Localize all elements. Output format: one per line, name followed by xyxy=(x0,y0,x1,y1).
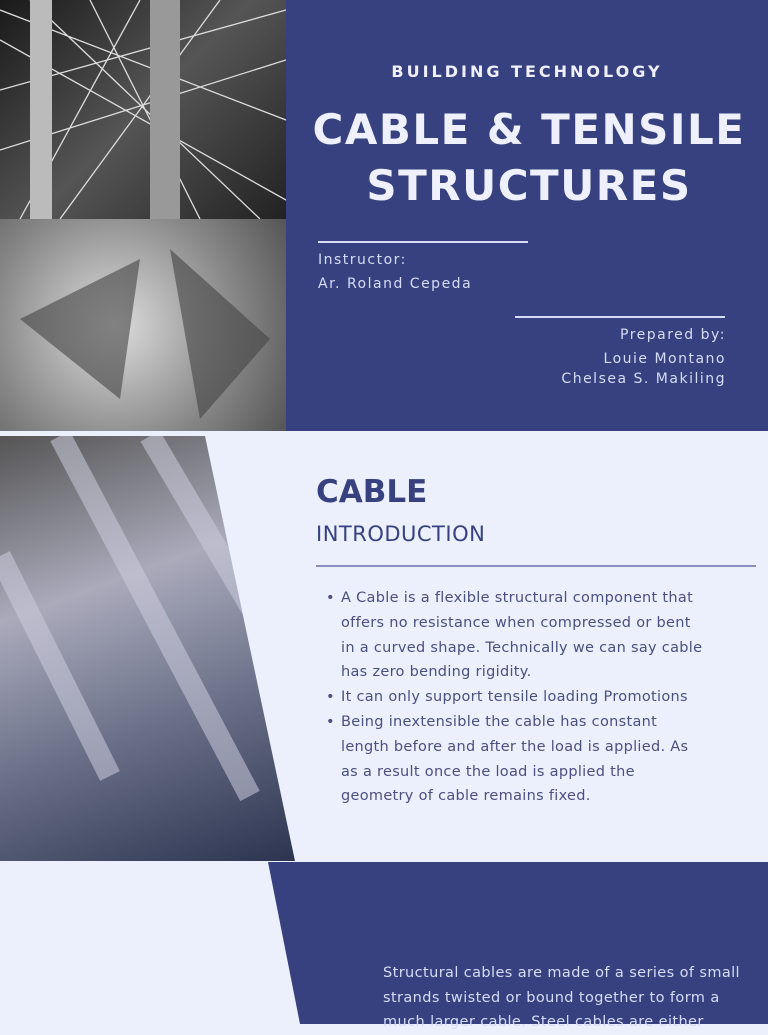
navy-band xyxy=(268,862,768,1024)
steel-cable-photo xyxy=(0,436,295,861)
instructor-block: Instructor: Ar. Roland Cepeda xyxy=(318,248,472,296)
author-name: Chelsea S. Makiling xyxy=(561,371,726,387)
section-heading: CABLE xyxy=(316,474,428,510)
list-item: Being inextensible the cable has constan… xyxy=(326,710,706,809)
tensile-membrane-photo xyxy=(0,219,286,431)
divider xyxy=(318,241,528,243)
title-line-2: STRUCTURES xyxy=(366,161,692,210)
page-title: CABLE & TENSILE STRUCTURES xyxy=(286,102,768,214)
bullet-list: A Cable is a flexible structural compone… xyxy=(326,586,706,809)
section-subheading: INTRODUCTION xyxy=(316,522,486,546)
instructor-label: Instructor: xyxy=(318,252,407,268)
prepared-block: Prepared by: Louie Montano Chelsea S. Ma… xyxy=(561,323,726,389)
divider xyxy=(515,316,725,318)
cable-structure-photo xyxy=(0,0,287,220)
prepared-label: Prepared by: xyxy=(620,327,726,343)
body-text: Structural cables are made of a series o… xyxy=(383,965,740,1030)
list-item: A Cable is a flexible structural compone… xyxy=(326,586,706,685)
author-name: Louie Montano xyxy=(603,351,726,367)
course-subtitle: BUILDING TECHNOLOGY xyxy=(391,62,663,81)
instructor-name: Ar. Roland Cepeda xyxy=(318,276,473,292)
divider xyxy=(316,565,756,567)
list-item: It can only support tensile loading Prom… xyxy=(326,685,706,710)
cover-panel xyxy=(286,0,768,431)
title-line-1: CABLE & TENSILE xyxy=(312,105,746,154)
